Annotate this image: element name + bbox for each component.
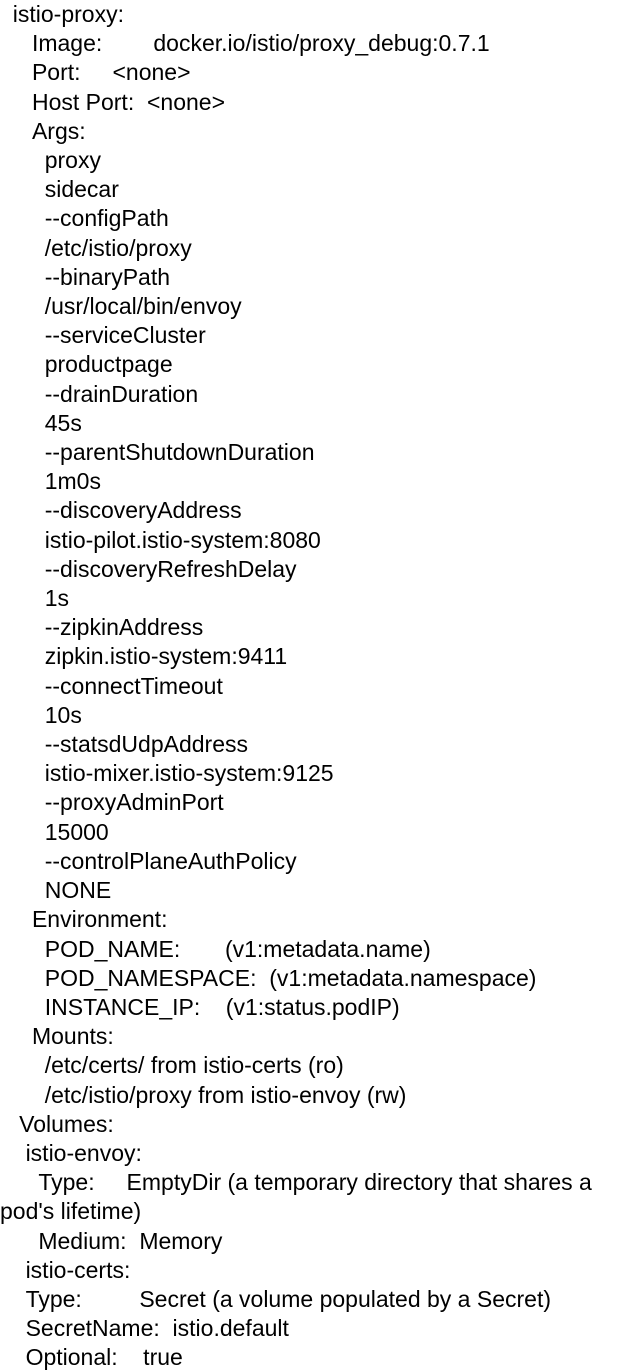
terminal-screen: istio-proxy: Image: docker.io/istio/prox… [0, 1, 592, 1371]
kubectl-describe-output: istio-proxy: Image: docker.io/istio/prox… [0, 1, 592, 1371]
